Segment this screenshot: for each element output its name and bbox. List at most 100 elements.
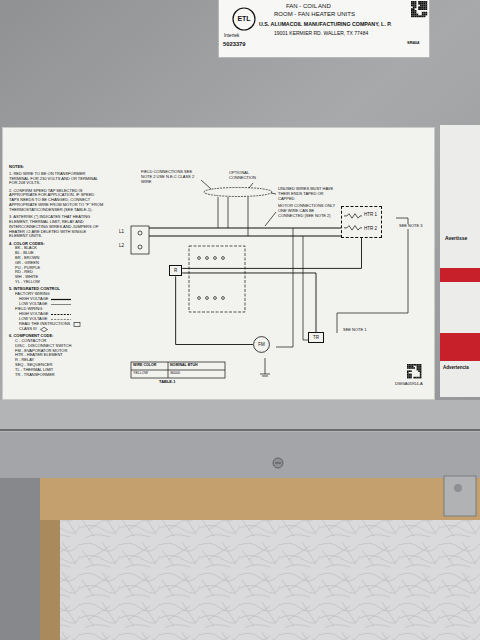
code-item: TL - THERMAL LIMIT (9, 368, 105, 373)
qr-module (420, 369, 422, 371)
qr-module (413, 3, 415, 5)
ground-symbol (260, 374, 270, 375)
label-text: SEE NOTE 3 (399, 224, 423, 229)
qr-module (424, 6, 426, 8)
qr-module (417, 369, 419, 371)
book-icon (74, 322, 80, 326)
code-item: TR - TRANSFORMER (9, 373, 105, 378)
label-text: FAN - COIL AND (286, 3, 331, 10)
qr-module (407, 375, 409, 377)
label-text: OPTIONAL CONNECTION (229, 171, 275, 181)
access-door-edge (0, 432, 480, 478)
schematic-wiring (3, 128, 436, 401)
label-text: 5023379 (223, 41, 246, 48)
qr-module (411, 8, 413, 10)
line-sample (40, 327, 60, 332)
qr-module (420, 8, 422, 10)
component-label: TR (313, 335, 319, 340)
wood-frame (40, 478, 480, 520)
label-text: MOTOR CONNECTIONS ONLY ONE WIRE CAN BE C… (278, 204, 336, 218)
code-item: YL - YELLOW (9, 280, 105, 285)
qr-module (422, 1, 424, 3)
qr-module (424, 1, 426, 3)
qr-module (411, 14, 413, 16)
connector-layer (3, 128, 436, 401)
qr-module (418, 3, 420, 5)
qr-module (413, 367, 415, 369)
qr-module (420, 1, 422, 3)
rating-label: FAN - COIL ANDROOM - FAN HEATER UNITSU.S… (218, 0, 430, 58)
qr-module (425, 12, 427, 14)
qr-module (413, 1, 415, 3)
qr-module (407, 372, 409, 374)
code-item: GR - GREEN (9, 261, 105, 266)
qr-module (417, 364, 419, 366)
qr-module (422, 12, 424, 14)
qr-module (425, 3, 427, 5)
qr-module (420, 366, 422, 368)
qr-module (416, 15, 418, 17)
resistor-zigzag (344, 214, 362, 218)
resistor-zigzag (344, 226, 362, 230)
qr-module (410, 364, 412, 366)
qr-module (409, 375, 411, 377)
qr-module (416, 14, 418, 16)
warning-sticker-ground (440, 125, 480, 397)
label-text: Avertisse (445, 235, 467, 241)
qr-module (415, 12, 417, 14)
seam-line (0, 429, 480, 431)
line-sample (51, 297, 71, 302)
qr-module (418, 8, 420, 10)
wiring-legend-row: CLASS III (9, 327, 105, 332)
screw (273, 458, 283, 468)
leader-line (249, 183, 253, 188)
leader-line (265, 212, 276, 226)
wire-sample (51, 304, 71, 305)
qr-module (415, 15, 417, 17)
qr-module (413, 12, 415, 14)
label-text: L2 (119, 243, 124, 248)
qr-module (418, 6, 420, 8)
field-wire (218, 197, 219, 228)
qr-module (411, 12, 413, 14)
qr-module (411, 1, 413, 3)
qr-module (418, 366, 420, 368)
field-wire-bundle (204, 188, 272, 197)
qr-module (418, 15, 420, 17)
line-voltage-wire (149, 228, 341, 229)
field-wire (248, 197, 249, 236)
qr-module (420, 377, 422, 379)
note-text: 3. ASTERISK (*) INDICATES THAT HEATING E… (9, 215, 105, 239)
qr-module (422, 5, 424, 7)
qr-module (418, 364, 420, 366)
label-text: UNUSED WIRES MUST HAVE THEIR ENDS TAPED … (278, 187, 336, 201)
qr-module (418, 369, 420, 371)
qr-module (413, 15, 415, 17)
note-text: 2. CONFIRM SPEED TAP SELECTED IS APPROPR… (9, 189, 105, 213)
qr-module (409, 377, 411, 379)
qr-module (417, 367, 419, 369)
motor-ground (265, 358, 266, 374)
air-filter (60, 520, 480, 640)
label-text: Advertencia (443, 365, 469, 370)
qr-module (413, 364, 415, 366)
wire-connector (182, 238, 361, 269)
qr-module (413, 14, 415, 16)
qr-module (425, 6, 427, 8)
qr-module (412, 364, 414, 366)
note-text: 1. RED WIRE TO BE ON TRANSFORMER TERMINA… (9, 172, 105, 186)
qr-module (420, 5, 422, 7)
qr-module (424, 8, 426, 10)
line-voltage-wire (149, 236, 341, 237)
qr-module (411, 3, 413, 5)
qr-module (407, 367, 409, 369)
cabinet-panel (0, 0, 480, 400)
warning-red-bar (440, 268, 480, 282)
qr-module (409, 374, 411, 376)
line-sample (51, 312, 71, 317)
qr-module (422, 3, 424, 5)
motor-wire (276, 228, 293, 347)
qr-module (418, 377, 420, 379)
qr-module (413, 10, 415, 12)
qr-module (418, 367, 420, 369)
